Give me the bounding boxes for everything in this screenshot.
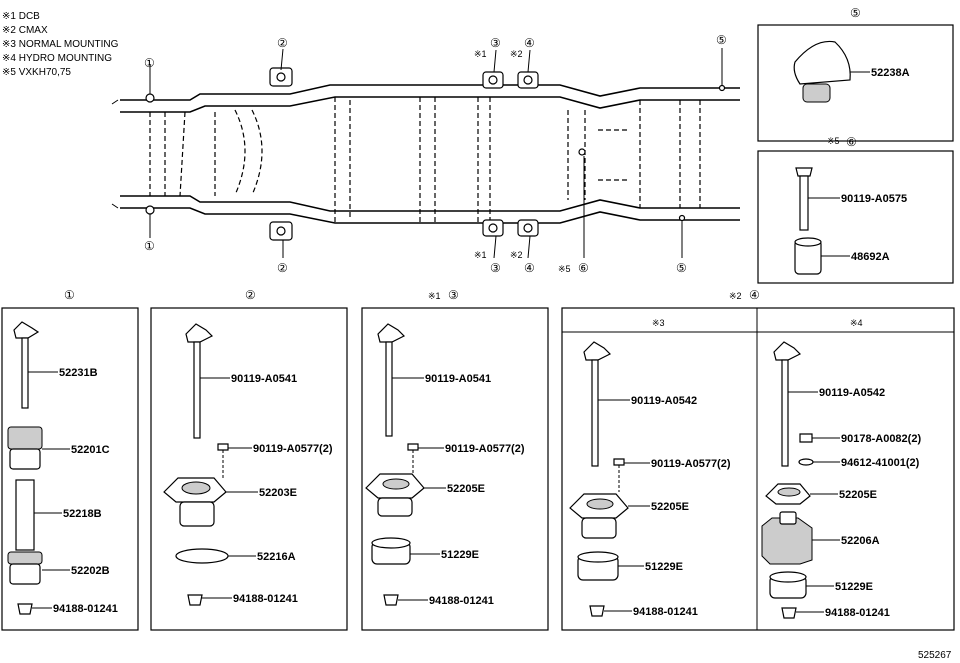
panel-2-title: ② [245, 288, 256, 302]
part-52202B: 52202B [71, 565, 110, 577]
callout-1-top: ① [144, 56, 155, 70]
mark-2-bottom: ※2 [510, 250, 523, 260]
diagram-id: 525267 [918, 650, 952, 661]
note-5: ※5 VXKH70,75 [2, 67, 71, 78]
part-52216A: 52216A [257, 551, 296, 563]
panel-1-title: ① [64, 288, 75, 302]
panel-callout-3: ※1 ③ 90119-A0541 90119-A0577(2) 52205E 5… [361, 288, 549, 631]
callout-5-top: ⑤ [716, 33, 727, 47]
callout-4-top: ④ [524, 36, 535, 50]
part-90119-A0541-panel-2: 90119-A0541 [231, 373, 297, 385]
part-90119-A0542-normal: 90119-A0542 [631, 395, 697, 407]
box-5-title: ⑤ [850, 6, 861, 20]
part-52238A: 52238A [871, 67, 910, 79]
box-6-title: ⑥ [846, 135, 857, 149]
chassis-frame-drawing [111, 48, 740, 259]
note-2: ※2 CMAX [2, 25, 48, 36]
mark-1-top: ※1 [474, 49, 487, 59]
part-52218B: 52218B [63, 508, 102, 520]
part-94188-panel-3: 94188-01241 [429, 595, 494, 607]
mark-5-frame: ※5 [558, 264, 571, 274]
panel-3-title: ③ [448, 288, 459, 302]
part-51229E-panel-3: 51229E [441, 549, 479, 561]
note-1: ※1 DCB [2, 11, 40, 22]
sub-panel-4-mark: ※4 [850, 318, 863, 328]
part-52201C: 52201C [71, 444, 110, 456]
callout-6-frame: ⑥ [578, 261, 589, 275]
mark-2-top: ※2 [510, 49, 523, 59]
part-48692A: 48692A [851, 251, 890, 263]
callout-1-bottom: ① [144, 239, 155, 253]
callout-2-top: ② [277, 36, 288, 50]
callout-5-bottom: ⑤ [676, 261, 687, 275]
part-90178-A0082: 90178-A0082(2) [841, 433, 921, 445]
part-90119-A0577-panel-2: 90119-A0577(2) [253, 443, 333, 455]
frame-callouts: ① ① ② ② ※1 ③ ※2 ④ ※1 ③ ※2 ④ ※5 ⑥ ⑤ ⑤ [144, 33, 727, 275]
part-52205E-normal: 52205E [651, 501, 689, 513]
part-90119-A0577-panel-3: 90119-A0577(2) [445, 443, 525, 455]
box-callout-6: ※5 ⑥ 90119-A0575 48692A [757, 135, 954, 284]
notes-legend: ※1 DCB ※2 CMAX ※3 NORMAL MOUNTING ※4 HYD… [2, 11, 119, 78]
part-51229E-hydro: 51229E [835, 581, 873, 593]
mark-1-bottom: ※1 [474, 250, 487, 260]
part-52205E-panel-3: 52205E [447, 483, 485, 495]
part-94188-hydro: 94188-01241 [825, 607, 890, 619]
part-52203E: 52203E [259, 487, 297, 499]
callout-4-bottom: ④ [524, 261, 535, 275]
panel-callout-2: ② 90119-A0541 90119-A0577(2) 52203E 5221… [150, 288, 348, 631]
part-52205E-hydro: 52205E [839, 489, 877, 501]
part-90119-A0575: 90119-A0575 [841, 193, 907, 205]
panel-4-title: ④ [749, 288, 760, 302]
panel-4-mark: ※2 [729, 291, 742, 301]
callout-3-top: ③ [490, 36, 501, 50]
part-52206A: 52206A [841, 535, 880, 547]
box-6-mark: ※5 [827, 136, 840, 146]
part-90119-A0542-hydro: 90119-A0542 [819, 387, 885, 399]
sub-panel-3-mark: ※3 [652, 318, 665, 328]
part-94188-panel-1: 94188-01241 [53, 603, 118, 615]
panel-3-mark: ※1 [428, 291, 441, 301]
panel-callout-1: ① 52231B 52201C 52218B 52202B 94188-0124… [1, 288, 139, 631]
note-4: ※4 HYDRO MOUNTING [2, 53, 112, 64]
part-90119-A0577-normal: 90119-A0577(2) [651, 458, 731, 470]
callout-3-bottom: ③ [490, 261, 501, 275]
part-94188-panel-2: 94188-01241 [233, 593, 298, 605]
part-90119-A0541-panel-3: 90119-A0541 [425, 373, 491, 385]
part-94612-41001: 94612-41001(2) [841, 457, 920, 469]
box-callout-5: ⑤ 52238A [757, 6, 954, 142]
panel-callout-4: ※2 ④ ※3 ※4 90119-A0542 90119-A0577(2) 52… [561, 288, 955, 631]
part-51229E-normal: 51229E [645, 561, 683, 573]
callout-2-bottom: ② [277, 261, 288, 275]
note-3: ※3 NORMAL MOUNTING [2, 39, 119, 50]
part-94188-normal: 94188-01241 [633, 606, 698, 618]
part-52231B: 52231B [59, 367, 98, 379]
